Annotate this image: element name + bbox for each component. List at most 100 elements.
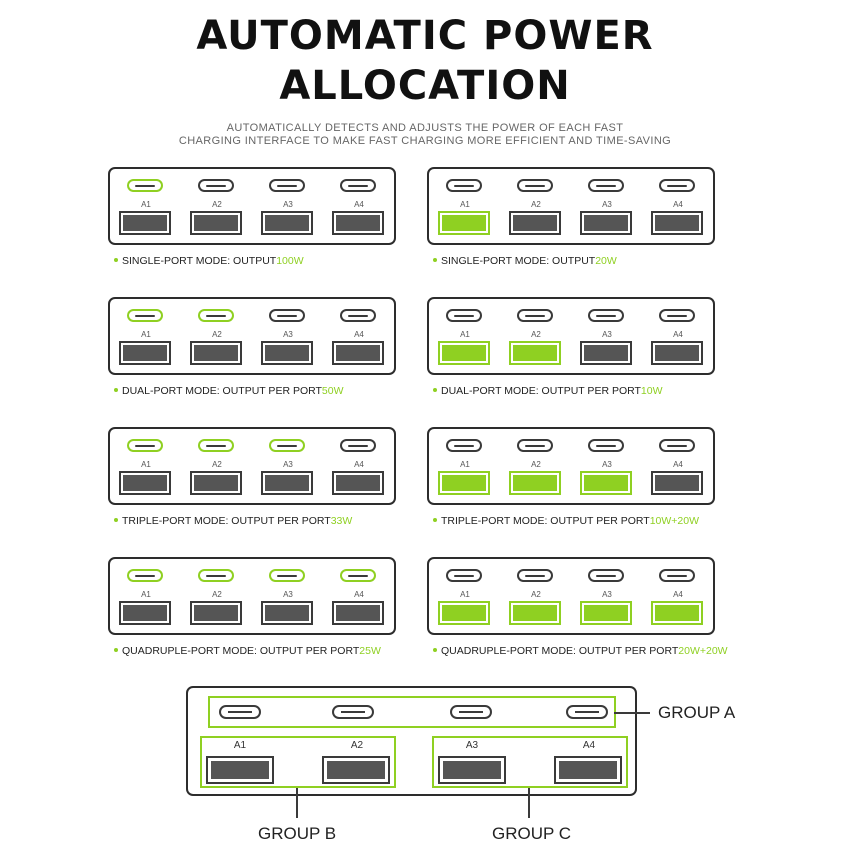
port-slot: A3	[571, 559, 643, 637]
usb-a-port	[580, 471, 632, 495]
bullet-icon	[433, 648, 437, 653]
port-slot: A1	[110, 559, 182, 637]
port-label: A2	[212, 200, 222, 209]
page-title-line-2: ALLOCATION	[279, 63, 571, 109]
usb-c-port	[198, 569, 234, 582]
mode-caption: SINGLE-PORT MODE: OUTPUT20W	[433, 254, 617, 268]
mode-wattage: 20W+20W	[678, 645, 728, 657]
port-label: A3	[283, 590, 293, 599]
usb-c-port	[269, 439, 305, 452]
port-slot: A1	[429, 429, 501, 507]
port-label: A1	[141, 200, 151, 209]
usb-a-port	[190, 341, 242, 365]
group-c-outline	[432, 736, 628, 788]
port-label: A4	[354, 460, 364, 469]
port-slot: A4	[642, 559, 714, 637]
usb-c-port	[127, 309, 163, 322]
usb-c-port	[588, 309, 624, 322]
port-slot: A3	[252, 299, 324, 377]
usb-a-port	[509, 601, 561, 625]
port-slot: A1	[429, 299, 501, 377]
usb-c-port	[332, 705, 374, 719]
group-a-connector	[614, 712, 650, 714]
port-label: A1	[141, 460, 151, 469]
usb-a-port	[332, 341, 384, 365]
port-slot: A1	[429, 559, 501, 637]
group-b-label: GROUP B	[258, 824, 337, 843]
port-label: A4	[673, 200, 683, 209]
port-label: A2	[531, 330, 541, 339]
group-c-connector	[528, 788, 530, 818]
usb-c-port	[659, 179, 695, 192]
usb-c-port	[340, 439, 376, 452]
mode-caption: TRIPLE-PORT MODE: OUTPUT PER PORT10W+20W	[433, 514, 699, 528]
port-slot: A3	[571, 429, 643, 507]
port-slot: A4	[642, 169, 714, 247]
usb-a-port	[261, 341, 313, 365]
port-label: A2	[531, 200, 541, 209]
usb-a-port	[119, 211, 171, 235]
usb-c-port	[219, 705, 261, 719]
usb-c-port	[446, 439, 482, 452]
port-slot: A4	[642, 429, 714, 507]
usb-c-port	[269, 569, 305, 582]
port-slot: A4	[323, 299, 395, 377]
usb-c-port	[659, 309, 695, 322]
port-label: A1	[460, 590, 470, 599]
usb-a-port	[580, 601, 632, 625]
mode-wattage: 10W+20W	[649, 515, 699, 527]
usb-a-port	[651, 601, 703, 625]
group-c-label: GROUP C	[492, 824, 572, 843]
port-slot: A1	[110, 299, 182, 377]
page-title-line-1: AUTOMATIC POWER	[196, 13, 654, 59]
bullet-icon	[114, 258, 118, 263]
port-label: A4	[673, 460, 683, 469]
port-label: A1	[460, 330, 470, 339]
port-slot: A2	[500, 299, 572, 377]
port-slot: A4	[323, 559, 395, 637]
port-slot: A2	[181, 169, 253, 247]
charger-group-diagram: A1 A2 A3 A4	[186, 686, 637, 796]
mode-caption: QUADRUPLE-PORT MODE: OUTPUT PER PORT20W+…	[433, 644, 728, 658]
usb-c-port	[659, 439, 695, 452]
mode-caption: QUADRUPLE-PORT MODE: OUTPUT PER PORT25W	[114, 644, 381, 658]
bullet-icon	[114, 388, 118, 393]
port-slot: A3	[571, 169, 643, 247]
usb-c-port	[446, 179, 482, 192]
usb-a-port	[322, 756, 390, 784]
mode-label: SINGLE-PORT MODE: OUTPUT	[122, 255, 277, 267]
usb-c-port	[127, 179, 163, 192]
usb-c-port	[588, 569, 624, 582]
port-label: A1	[141, 330, 151, 339]
port-slot: A3	[571, 299, 643, 377]
mode-wattage: 20W	[595, 255, 617, 267]
port-label: A3	[602, 330, 612, 339]
port-label: A4	[354, 200, 364, 209]
usb-c-port	[198, 179, 234, 192]
usb-c-port	[340, 569, 376, 582]
usb-a-port	[119, 471, 171, 495]
port-label: A4	[354, 590, 364, 599]
mode-wattage: 33W	[330, 515, 353, 527]
usb-a-port	[332, 471, 384, 495]
port-slot: A2	[500, 169, 572, 247]
port-slot: A2	[181, 559, 253, 637]
mode-label: QUADRUPLE-PORT MODE: OUTPUT PER PORT	[122, 645, 360, 657]
mode-label: SINGLE-PORT MODE: OUTPUT	[441, 255, 596, 267]
usb-a-port	[580, 211, 632, 235]
usb-a-port	[651, 471, 703, 495]
usb-a-port	[332, 211, 384, 235]
mode-label: DUAL-PORT MODE: OUTPUT PER PORT	[122, 385, 322, 397]
subtitle-line-2: CHARGING INTERFACE TO MAKE FAST CHARGING…	[178, 135, 672, 147]
mode-label: TRIPLE-PORT MODE: OUTPUT PER PORT	[122, 515, 331, 527]
usb-a-port	[332, 601, 384, 625]
usb-c-port	[446, 569, 482, 582]
mode-wattage: 10W	[640, 385, 663, 397]
usb-c-port	[517, 309, 553, 322]
usb-c-port	[517, 439, 553, 452]
